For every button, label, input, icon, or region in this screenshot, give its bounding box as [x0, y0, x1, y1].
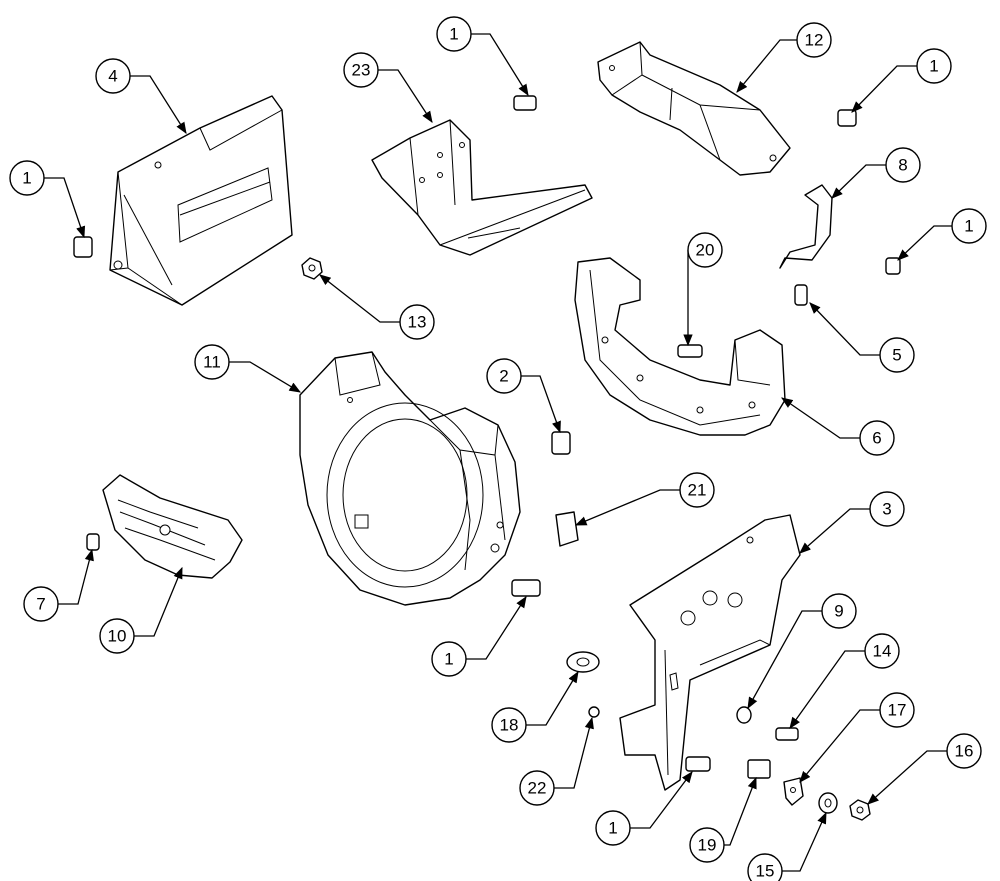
part-11-blower-housing — [299, 351, 521, 606]
svg-text:21: 21 — [688, 481, 707, 500]
part-23-air-guide — [371, 119, 593, 256]
callout-17: 17 — [879, 692, 915, 728]
svg-text:4: 4 — [108, 67, 117, 86]
part-20-bolt — [677, 344, 703, 358]
svg-text:14: 14 — [873, 642, 892, 661]
svg-text:7: 7 — [36, 595, 45, 614]
svg-text:20: 20 — [696, 241, 715, 260]
svg-text:1: 1 — [22, 169, 31, 188]
callout-6: 6 — [859, 420, 895, 456]
callout-1-center: 1 — [431, 641, 467, 677]
part-1-bolt-left — [73, 236, 93, 258]
svg-text:23: 23 — [352, 61, 371, 80]
svg-text:16: 16 — [955, 742, 974, 761]
part-7-screw — [86, 533, 100, 551]
part-1-bolt-right — [885, 257, 901, 275]
svg-text:3: 3 — [882, 500, 891, 519]
callout-18: 18 — [491, 707, 527, 743]
callout-9: 9 — [821, 593, 857, 629]
part-6-curved-baffle — [574, 257, 786, 436]
callout-12: 12 — [796, 22, 832, 58]
part-4-shroud-panel — [109, 95, 293, 306]
callout-21: 21 — [679, 472, 715, 508]
part-9-washer — [736, 706, 752, 724]
svg-text:5: 5 — [892, 346, 901, 365]
svg-text:6: 6 — [872, 429, 881, 448]
part-18-grommet — [566, 651, 600, 673]
callout-22: 22 — [519, 770, 555, 806]
callout-23: 23 — [343, 52, 379, 88]
callout-13: 13 — [399, 304, 435, 340]
callout-15: 15 — [747, 853, 783, 881]
part-16-hex-nut — [849, 799, 871, 821]
callout-20: 20 — [687, 232, 723, 268]
svg-text:13: 13 — [408, 313, 427, 332]
part-19-connector — [747, 759, 771, 779]
part-1-bolt-center — [511, 579, 541, 597]
svg-text:9: 9 — [834, 602, 843, 621]
svg-text:17: 17 — [888, 701, 907, 720]
svg-text:22: 22 — [528, 779, 547, 798]
callout-14: 14 — [864, 633, 900, 669]
callout-7: 7 — [23, 586, 59, 622]
part-1-bolt-top-right — [837, 109, 857, 127]
part-17-terminal — [783, 777, 804, 806]
part-15-lock-washer — [818, 792, 838, 814]
svg-text:1: 1 — [929, 57, 938, 76]
svg-text:1: 1 — [608, 819, 617, 838]
part-8-small-bracket — [779, 184, 833, 269]
svg-text:18: 18 — [500, 716, 519, 735]
part-13-nut — [301, 257, 323, 280]
part-21-clip — [555, 511, 579, 547]
callout-1-left: 1 — [9, 160, 45, 196]
part-14-screw — [775, 727, 799, 741]
callout-1-bottom: 1 — [595, 810, 631, 846]
callout-10: 10 — [99, 618, 135, 654]
svg-text:11: 11 — [203, 353, 221, 372]
svg-text:1: 1 — [444, 650, 453, 669]
callout-19: 19 — [689, 827, 725, 863]
part-22-small-nut — [588, 706, 600, 718]
svg-text:10: 10 — [108, 627, 127, 646]
callout-3: 3 — [869, 491, 905, 527]
svg-text:8: 8 — [898, 156, 907, 175]
svg-text:12: 12 — [805, 31, 824, 50]
callout-1-top-right: 1 — [916, 48, 952, 84]
part-2-bolt — [551, 431, 571, 455]
callout-4: 4 — [95, 58, 131, 94]
part-1-bolt-bottom — [685, 756, 711, 772]
callout-11: 11 — [194, 344, 230, 380]
part-3-mounting-plate — [619, 514, 801, 791]
part-5-screw — [794, 284, 808, 306]
svg-text:2: 2 — [499, 367, 508, 386]
svg-text:19: 19 — [698, 836, 717, 855]
callout-5: 5 — [879, 337, 915, 373]
svg-text:1: 1 — [964, 217, 973, 236]
callout-2: 2 — [486, 358, 522, 394]
leader-lines — [44, 33, 952, 872]
svg-text:15: 15 — [756, 862, 775, 881]
callout-1-right: 1 — [951, 208, 987, 244]
part-1-bolt-top-center — [513, 95, 537, 111]
svg-text:1: 1 — [449, 25, 458, 44]
callout-1-top-center: 1 — [436, 16, 472, 52]
part-10-guard-plate — [102, 474, 243, 579]
callout-16: 16 — [946, 733, 982, 769]
callout-8: 8 — [885, 147, 921, 183]
part-12-bracket-rail — [597, 41, 791, 176]
